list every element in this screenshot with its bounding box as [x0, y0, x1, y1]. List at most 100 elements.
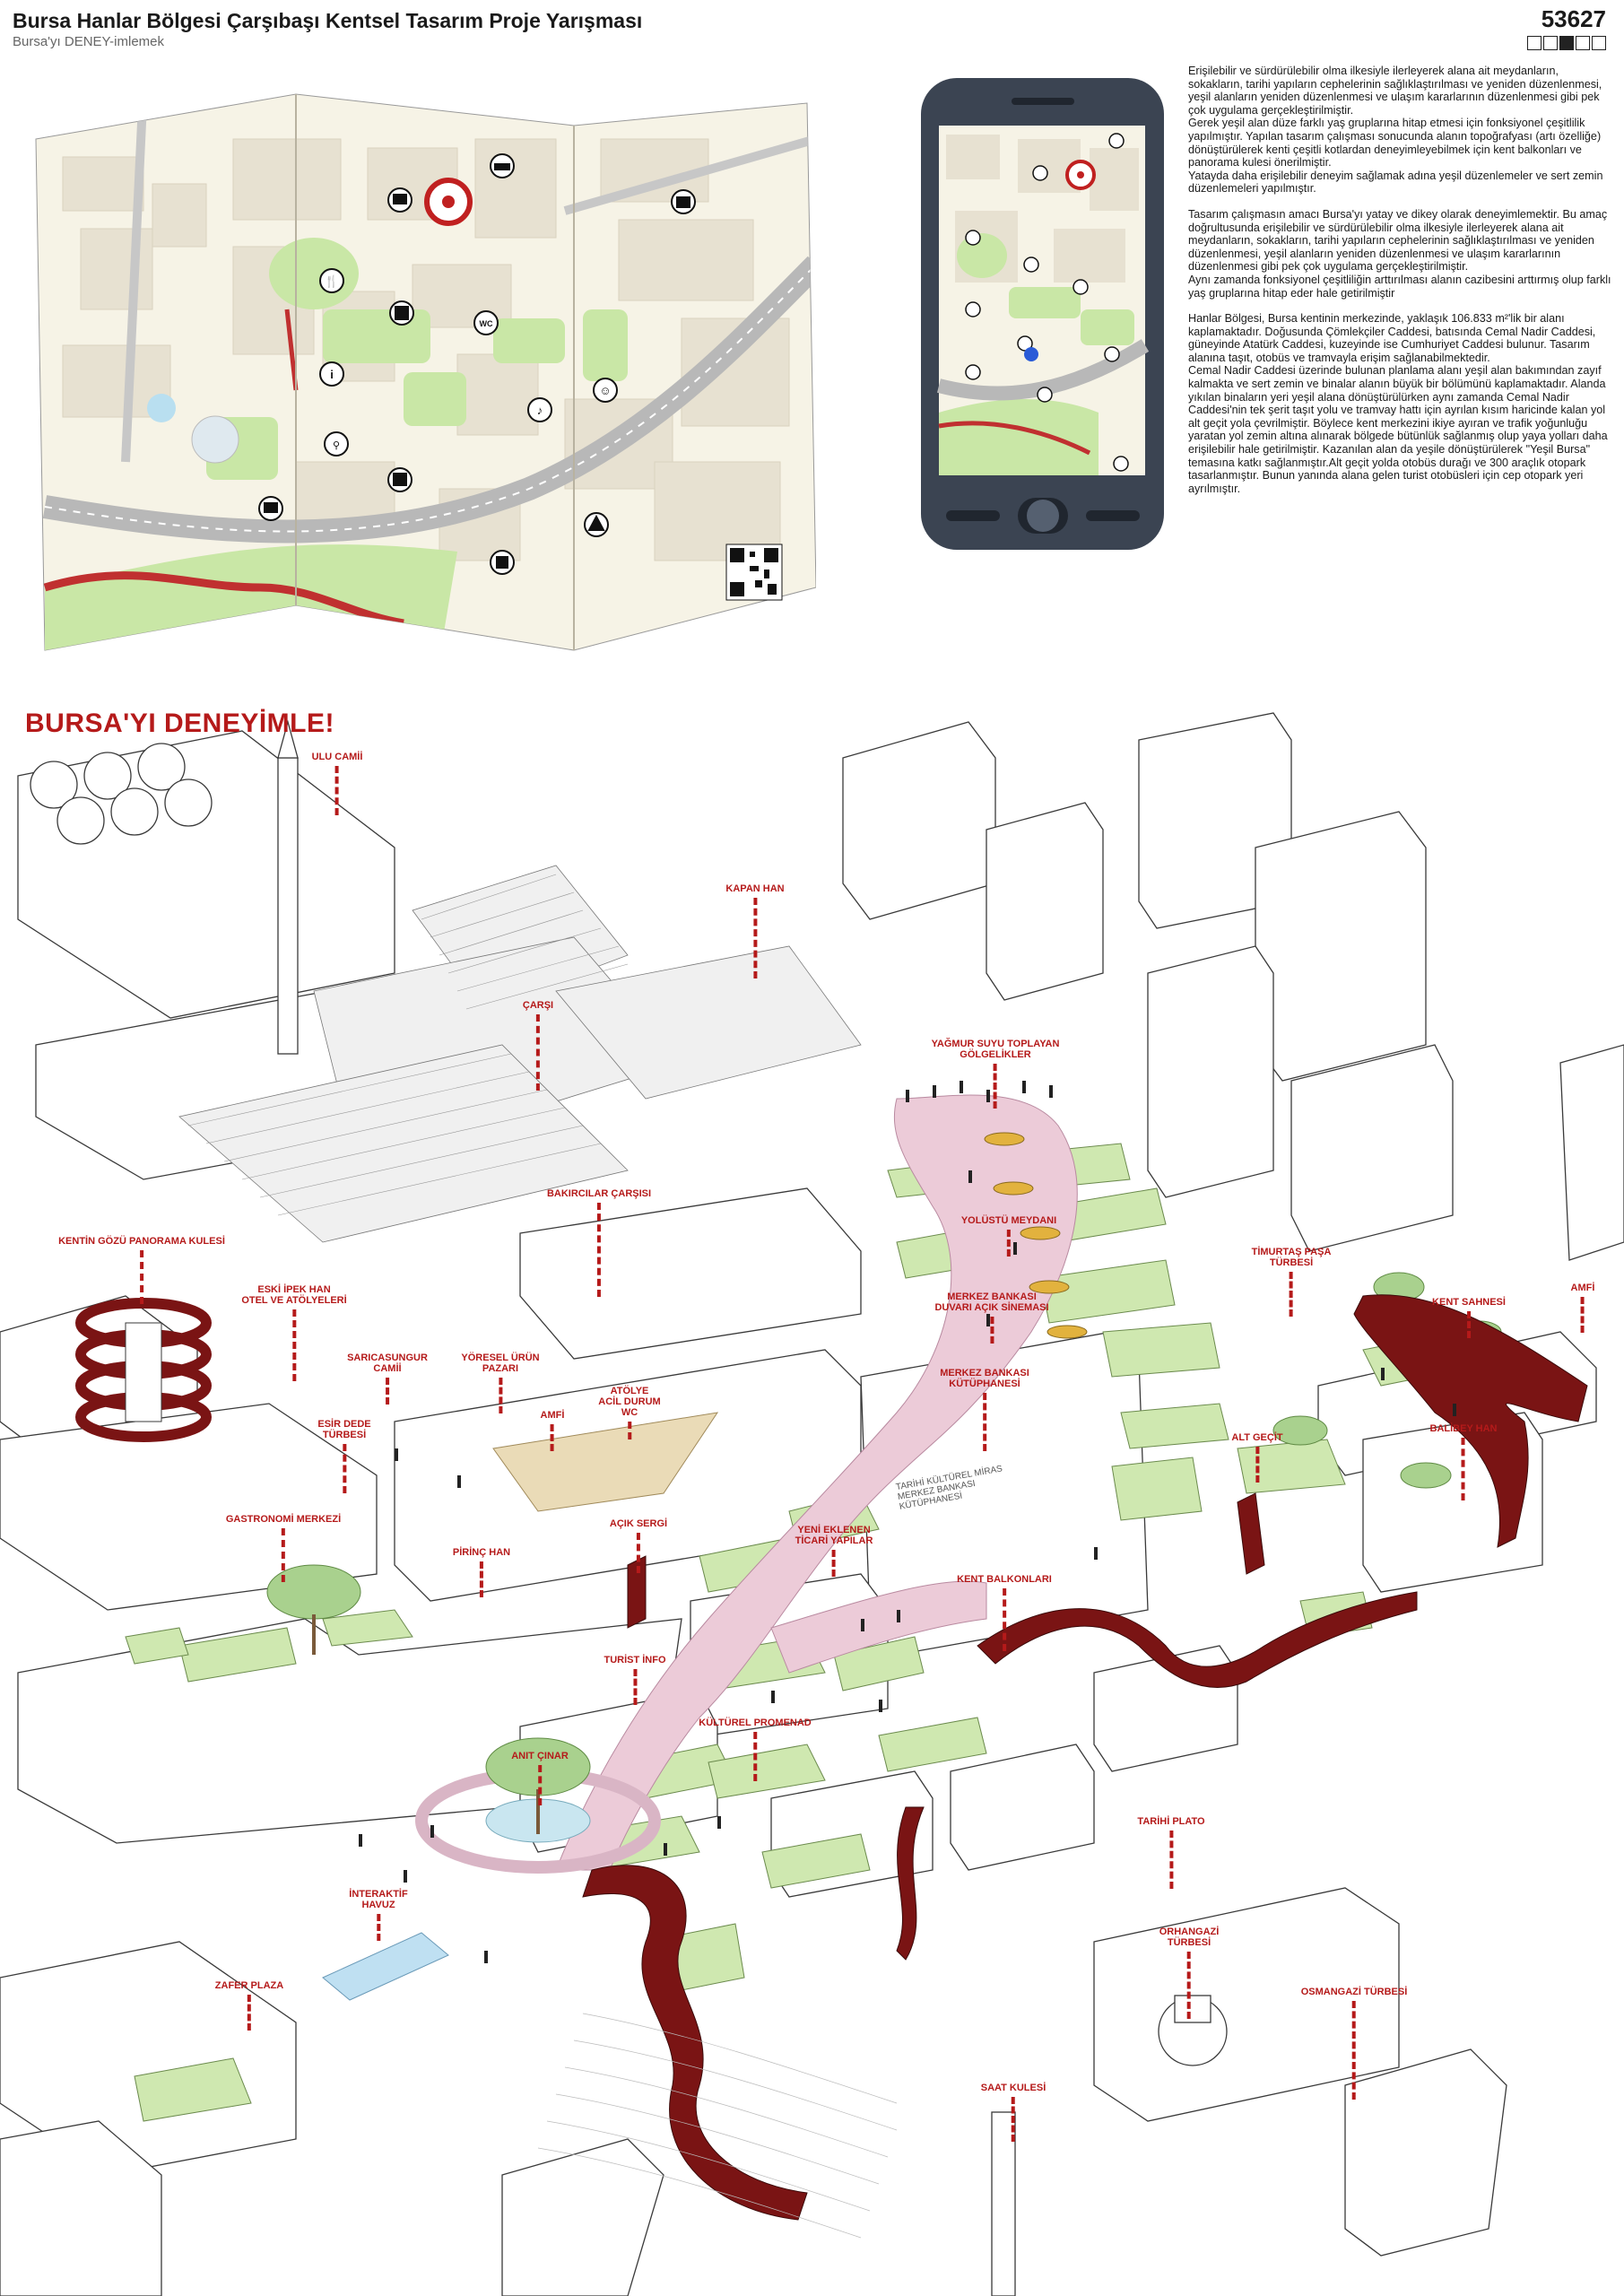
label-kent-balkonlari: KENT BALKONLARI: [957, 1574, 1052, 1651]
label-text: KENT SAHNESİ: [1432, 1297, 1506, 1308]
label-esir-dede: ESİR DEDE TÜRBESİ: [317, 1419, 371, 1493]
warning-icon: [584, 512, 609, 537]
entry-number: 53627: [1541, 5, 1606, 32]
label-text: ESİR DEDE TÜRBESİ: [317, 1419, 371, 1440]
label-text: YENİ EKLENEN TİCARİ YAPILAR: [795, 1525, 873, 1546]
bicycle-icon: [965, 364, 981, 380]
label-text: ALT GEÇİT: [1231, 1432, 1283, 1443]
label-text: BAKIRCILAR ÇARŞISI: [546, 1188, 652, 1199]
section-title: BURSA'YI DENEYİMLE!: [25, 709, 334, 738]
label-tarihi-plato: TARİHİ PLATO: [1137, 1816, 1205, 1889]
label-text: AÇIK SERGİ: [609, 1518, 668, 1529]
svg-text:☺: ☺: [599, 384, 611, 397]
label-text: PİRİNÇ HAN: [452, 1547, 511, 1558]
label-gastronomi: GASTRONOMİ MERKEZİ: [226, 1514, 341, 1582]
label-text: ATÖLYE ACİL DURUM WC: [598, 1386, 661, 1418]
label-kulturel-promenad: KÜLTÜREL PROMENAD: [699, 1718, 812, 1781]
people-icon: ☺: [593, 378, 618, 403]
label-zafer-plaza: ZAFER PLAZA: [215, 1980, 283, 2031]
smartphone-mockup: [921, 78, 1164, 550]
label-text: YAĞMUR SUYU TOPLAYAN GÖLGELİKLER: [931, 1039, 1060, 1060]
sheet-box-active: [1559, 36, 1574, 50]
info-icon: [1113, 456, 1129, 472]
info-icon: [490, 550, 515, 575]
label-text: ULU CAMİİ: [311, 752, 363, 762]
label-text: AMFİ: [1570, 1283, 1595, 1293]
label-yeni-ticari: YENİ EKLENEN TİCARİ YAPILAR: [795, 1525, 873, 1577]
label-balibey: BALİBEY HAN: [1430, 1423, 1497, 1500]
qr-code: [725, 544, 783, 601]
axonometric-drawing: [0, 712, 1624, 2296]
label-carsi: ÇARŞI: [523, 1000, 553, 1091]
svg-text:⚲: ⚲: [333, 440, 340, 451]
tram-icon: [1023, 257, 1039, 273]
bus-icon: [1037, 387, 1053, 403]
poster-subtitle: Bursa'yı DENEY-imlemek: [13, 34, 165, 49]
sheet-box: [1576, 36, 1590, 50]
label-saat-kulesi: SAAT KULESİ: [981, 2083, 1046, 2142]
tram-icon: [389, 300, 414, 326]
target-icon: [424, 178, 473, 226]
label-timurtas: TİMURTAŞ PAŞA TÜRBESİ: [1251, 1247, 1332, 1317]
label-text: İNTERAKTİF HAVUZ: [349, 1889, 408, 1910]
svg-text:♪: ♪: [537, 404, 543, 417]
label-text: SARICASUNGUR CAMİİ: [347, 1352, 428, 1374]
label-acik-sergi: AÇIK SERGİ: [610, 1518, 667, 1573]
label-yagmur-suyu: YAĞMUR SUYU TOPLAYAN GÖLGELİKLER: [931, 1039, 1060, 1109]
description-paragraph: Erişilebilir ve sürdürülebilir olma ilke…: [1188, 65, 1603, 196]
label-text: ESKİ İPEK HAN OTEL VE ATÖLYELERİ: [241, 1284, 347, 1306]
project-description: Erişilebilir ve sürdürülebilir olma ilke…: [1188, 65, 1613, 508]
label-text: ORHANGAZİ TÜRBESİ: [1159, 1926, 1220, 1948]
label-yoresel: YÖRESEL ÜRÜN PAZARI: [461, 1352, 540, 1413]
camera-icon: [258, 496, 283, 521]
label-text: YOLÜSTÜ MEYDANI: [960, 1215, 1057, 1226]
camera-icon: [1032, 165, 1048, 181]
info-icon: [965, 301, 981, 317]
label-text: TİMURTAŞ PAŞA TÜRBESİ: [1251, 1247, 1332, 1268]
label-anit-cinar: ANIT ÇINAR: [511, 1751, 569, 1805]
label-saricasungur: SARICASUNGUR CAMİİ: [347, 1352, 428, 1405]
info-icon: i: [319, 361, 344, 387]
restaurant-icon: [965, 230, 981, 246]
label-text: MERKEZ BANKASI KÜTÜPHANESİ: [940, 1368, 1029, 1389]
label-text: KENT BALKONLARI: [957, 1574, 1052, 1585]
bicycle-icon: [1017, 335, 1033, 352]
camera-icon: [387, 187, 413, 213]
warning-icon: [1104, 346, 1120, 362]
sheet-indicator: [1527, 36, 1606, 50]
svg-text:i: i: [330, 368, 334, 381]
label-merkez-sinema: MERKEZ BANKASI DUVARI AÇIK SİNEMASI: [934, 1292, 1049, 1344]
restaurant-icon: 🍴: [319, 268, 344, 293]
label-bakircilar: BAKIRCILAR ÇARŞISI: [547, 1188, 651, 1297]
description-paragraph: Hanlar Bölgesi, Bursa kentinin merkezind…: [1188, 312, 1608, 495]
folded-map: 🍴 WC i ♪ ☺ ⚲: [35, 93, 816, 651]
bus-icon: [387, 467, 413, 492]
label-text: AMFİ: [540, 1410, 565, 1421]
bicycle-icon: ⚲: [324, 431, 349, 457]
label-text: TARİHİ PLATO: [1137, 1816, 1205, 1827]
label-merkez-kutuphane: MERKEZ BANKASI KÜTÜPHANESİ: [940, 1368, 1029, 1451]
sheet-box: [1543, 36, 1558, 50]
wc-icon: WC: [473, 310, 499, 335]
bed-icon: [490, 153, 515, 178]
label-text: YÖRESEL ÜRÜN PAZARI: [461, 1352, 540, 1374]
label-yolustu: YOLÜSTÜ MEYDANI: [961, 1215, 1056, 1257]
label-orhangazi: ORHANGAZİ TÜRBESİ: [1159, 1926, 1220, 2019]
label-text: KENTİN GÖZÜ PANORAMA KULESİ: [58, 1236, 225, 1247]
wc-icon: [1073, 279, 1089, 295]
label-text: OSMANGAZİ TÜRBESİ: [1300, 1987, 1408, 1997]
sheet-box: [1592, 36, 1606, 50]
label-alt-gecit: ALT GEÇİT: [1231, 1432, 1283, 1483]
label-text: GASTRONOMİ MERKEZİ: [225, 1514, 342, 1525]
map-pins: 🍴 WC i ♪ ☺ ⚲: [258, 153, 696, 575]
label-eski-ipek: ESKİ İPEK HAN OTEL VE ATÖLYELERİ: [241, 1284, 347, 1381]
label-text: ZAFER PLAZA: [214, 1980, 284, 1991]
label-text: ÇARŞI: [522, 1000, 554, 1011]
poster-title: Bursa Hanlar Bölgesi Çarşıbaşı Kentsel T…: [13, 9, 643, 32]
label-text: ANIT ÇINAR: [511, 1751, 569, 1761]
label-text: KAPAN HAN: [725, 883, 785, 894]
label-text: SAAT KULESİ: [980, 2083, 1046, 2093]
label-interaktif-havuz: İNTERAKTİF HAVUZ: [349, 1889, 408, 1941]
description-paragraph: Tasarım çalışmasın amacı Bursa'yı yatay …: [1188, 207, 1611, 300]
svg-text:WC: WC: [480, 319, 493, 328]
